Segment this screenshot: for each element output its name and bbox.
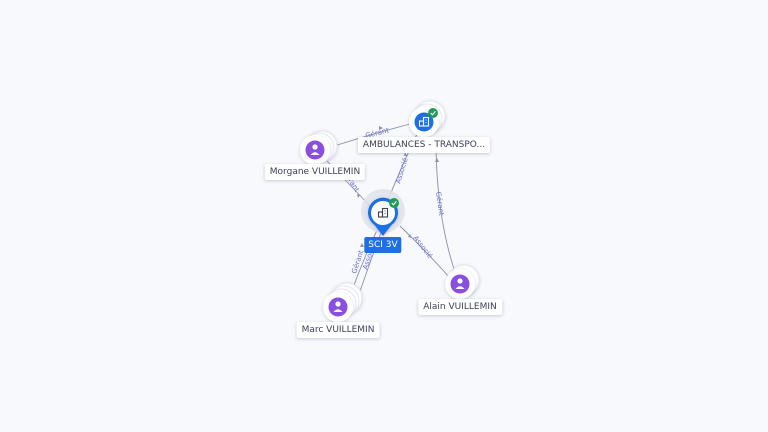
edge-alain-sci[interactable]	[399, 225, 451, 279]
node-alain[interactable]	[445, 264, 480, 299]
verified-badge-icon	[428, 108, 438, 118]
node-morgane[interactable]	[300, 130, 338, 165]
node-label-alain[interactable]: Alain VUILLEMIN	[418, 299, 502, 315]
verified-badge-icon	[389, 198, 399, 208]
node-label-ambulances[interactable]: AMBULANCES - TRANSPO...	[357, 137, 491, 153]
node-sci[interactable]	[361, 189, 405, 236]
edge-morgane-ambulances[interactable]	[333, 123, 411, 147]
edge-label-ambulances-sci: Associé	[394, 157, 409, 185]
arrow-head	[357, 194, 360, 198]
node-label-marc[interactable]: Marc VUILLEMIN	[296, 322, 380, 338]
edge-label-alain-ambulances: Gérant	[434, 191, 445, 216]
node-label-morgane[interactable]: Morgane VUILLEMIN	[264, 164, 366, 180]
arrow-head	[404, 152, 407, 156]
edge-label-alain-sci: Associé	[411, 234, 434, 260]
arrow-head	[379, 126, 383, 130]
person-icon	[310, 144, 320, 155]
node-ambulances[interactable]	[409, 100, 446, 137]
arrow-head	[360, 243, 364, 247]
building-icon	[418, 116, 430, 127]
arrow-head	[435, 158, 439, 162]
building-icon	[377, 207, 389, 218]
edge-alain-ambulances[interactable]	[435, 139, 456, 273]
node-marc[interactable]	[323, 282, 363, 322]
arrow-head	[408, 234, 412, 238]
node-label-sci[interactable]: SCI 3V	[364, 237, 402, 253]
person-icon	[455, 278, 465, 289]
person-icon	[333, 301, 343, 312]
